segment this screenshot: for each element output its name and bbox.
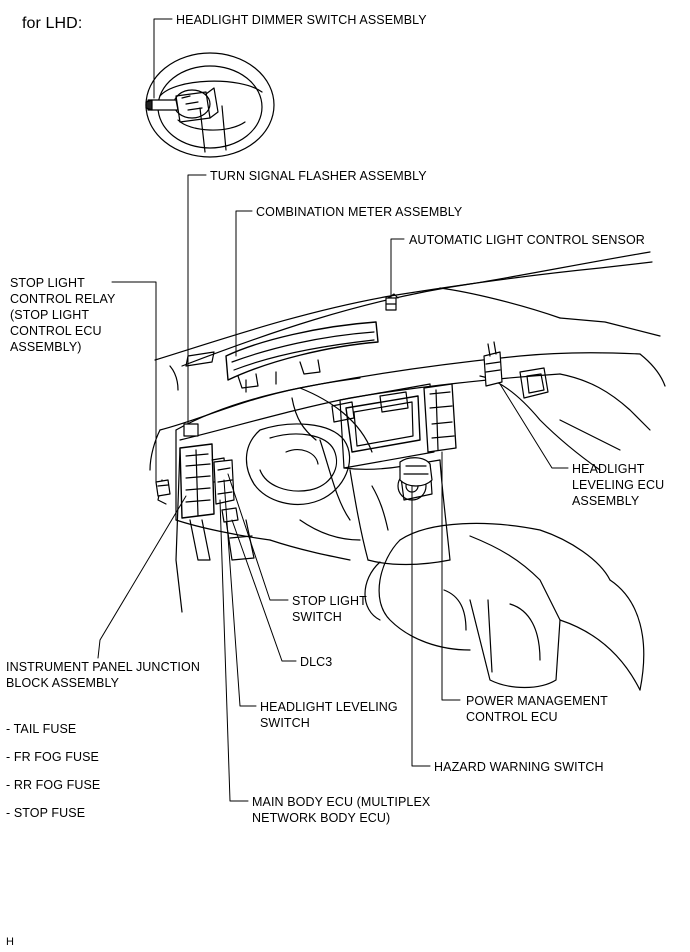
label-combination-meter: COMBINATION METER ASSEMBLY [256,205,463,219]
stop-light-relay-component [155,479,171,497]
leader-lines [97,18,569,802]
label-instrument-panel-junction-block: INSTRUMENT PANEL JUNCTION BLOCK ASSEMBLY [6,660,200,690]
label-main-body-ecu: MAIN BODY ECU (MULTIPLEX NETWORK BODY EC… [252,795,431,825]
label-headlight-leveling-switch: HEADLIGHT LEVELING SWITCH [260,700,398,730]
dlc3-component [221,507,239,523]
instrument-panel-outline [149,251,666,691]
label-dlc3: DLC3 [300,655,333,669]
power-management-ecu-component [423,383,457,453]
combination-meter-component [225,321,379,393]
steering-wheel-illustration [145,52,275,158]
diagram-title: for LHD: [22,15,83,32]
label-headlight-leveling-ecu: HEADLIGHT LEVELING ECU ASSEMBLY [572,462,665,508]
headlight-leveling-ecu-component [483,341,503,387]
hazard-switch-component [399,457,433,487]
label-power-management-control-ecu: POWER MANAGEMENT CONTROL ECU [466,694,608,724]
fuse-item: - RR FOG FUSE [6,778,101,792]
label-headlight-dimmer-switch: HEADLIGHT DIMMER SWITCH ASSEMBLY [176,13,427,27]
label-automatic-light-control-sensor: AUTOMATIC LIGHT CONTROL SENSOR [409,233,645,247]
label-hazard-warning-switch: HAZARD WARNING SWITCH [434,760,604,774]
label-stop-light-switch: STOP LIGHT SWITCH [292,594,367,624]
label-stop-light-control-relay: STOP LIGHT CONTROL RELAY (STOP LIGHT CON… [10,276,116,354]
corner-mark: H [6,936,15,948]
fuse-item: - TAIL FUSE [6,722,77,736]
auto-light-sensor-component [385,293,399,311]
junction-block-component [179,423,227,519]
label-turn-signal-flasher: TURN SIGNAL FLASHER ASSEMBLY [210,169,427,183]
fuse-item: - STOP FUSE [6,806,86,820]
fuse-item: - FR FOG FUSE [6,750,99,764]
